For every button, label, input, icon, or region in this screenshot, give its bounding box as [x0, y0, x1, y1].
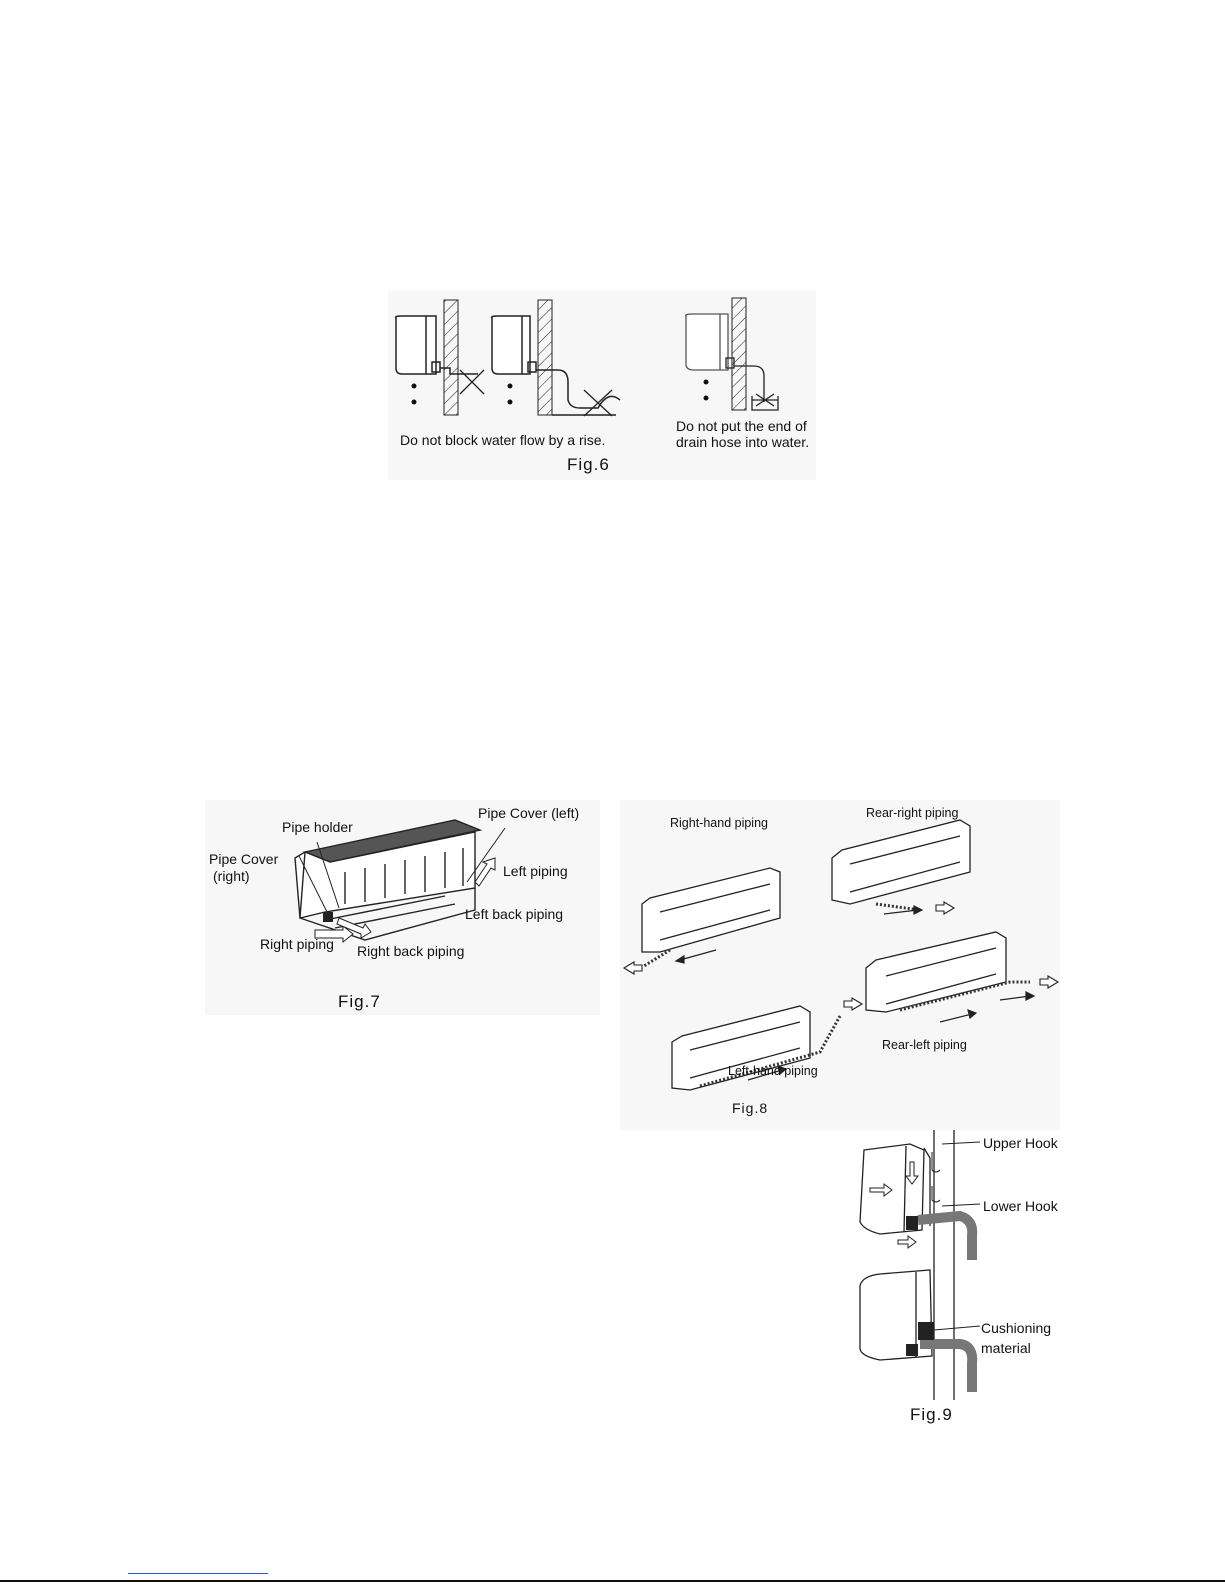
fig7-label-right-piping: Right piping [260, 936, 334, 952]
fig9-label-cushioning-1: Cushioning [981, 1320, 1052, 1336]
fig8-label-right-hand: Right-hand piping [670, 816, 768, 830]
fig7-label-pipe-cover-right-2: (right) [213, 868, 250, 884]
fig6-wall-3 [731, 297, 747, 411]
fig6-unit-2 [490, 315, 621, 409]
fig8-label-rear-right: Rear-right piping [866, 806, 959, 820]
fig8-unit-right-hand [641, 867, 781, 953]
fig7-label-pipe-holder: Pipe holder [282, 819, 353, 835]
fig7-unit-drawing [294, 819, 506, 944]
fig8-caption: Fig.8 [732, 1100, 769, 1116]
fig7-label-right-back-piping: Right back piping [357, 943, 465, 959]
fig9-label-lower-hook: Lower Hook [983, 1198, 1058, 1214]
fig6-note-right-2: drain hose into water. [676, 434, 810, 450]
fig6-unit-3 [685, 313, 779, 411]
footer-rule [0, 1580, 1225, 1582]
fig7-label-left-back-piping: Left back piping [465, 906, 564, 922]
fig8-unit-rear-left [865, 931, 1007, 1013]
fig6-wall-1 [443, 299, 459, 416]
fig8-label-rear-left: Rear-left piping [882, 1038, 967, 1052]
fig9-unit-top [859, 1143, 925, 1235]
fig9-unit-bottom [859, 1269, 933, 1361]
fig9-cushioning [918, 1322, 934, 1340]
footer-link-underline[interactable] [128, 1573, 268, 1574]
fig6-wall-2 [537, 299, 553, 416]
fig6-drawing [394, 297, 779, 417]
fig6-note-right-1: Do not put the end of [676, 418, 807, 434]
fig7-label-pipe-cover-right-1: Pipe Cover [209, 851, 279, 867]
fig9-drawing [859, 1130, 981, 1400]
fig8-label-left-hand: Left-hand piping [728, 1064, 818, 1078]
fig9-caption: Fig.9 [910, 1405, 953, 1424]
fig7-label-left-piping: Left piping [503, 863, 568, 879]
fig9-label-cushioning-2: material [981, 1340, 1031, 1356]
fig6-unit-1 [394, 315, 478, 375]
fig7-label-pipe-cover-left: Pipe Cover (left) [478, 805, 580, 821]
fig6-caption: Fig.6 [567, 455, 610, 474]
fig6-note-left: Do not block water flow by a rise. [400, 432, 606, 448]
fig7-caption: Fig.7 [338, 992, 381, 1011]
fig9-label-upper-hook: Upper Hook [983, 1135, 1058, 1151]
fig8-units-drawing [622, 819, 1060, 1091]
fig8-unit-left-hand [671, 1005, 811, 1091]
fig8-unit-rear-right [831, 819, 971, 905]
